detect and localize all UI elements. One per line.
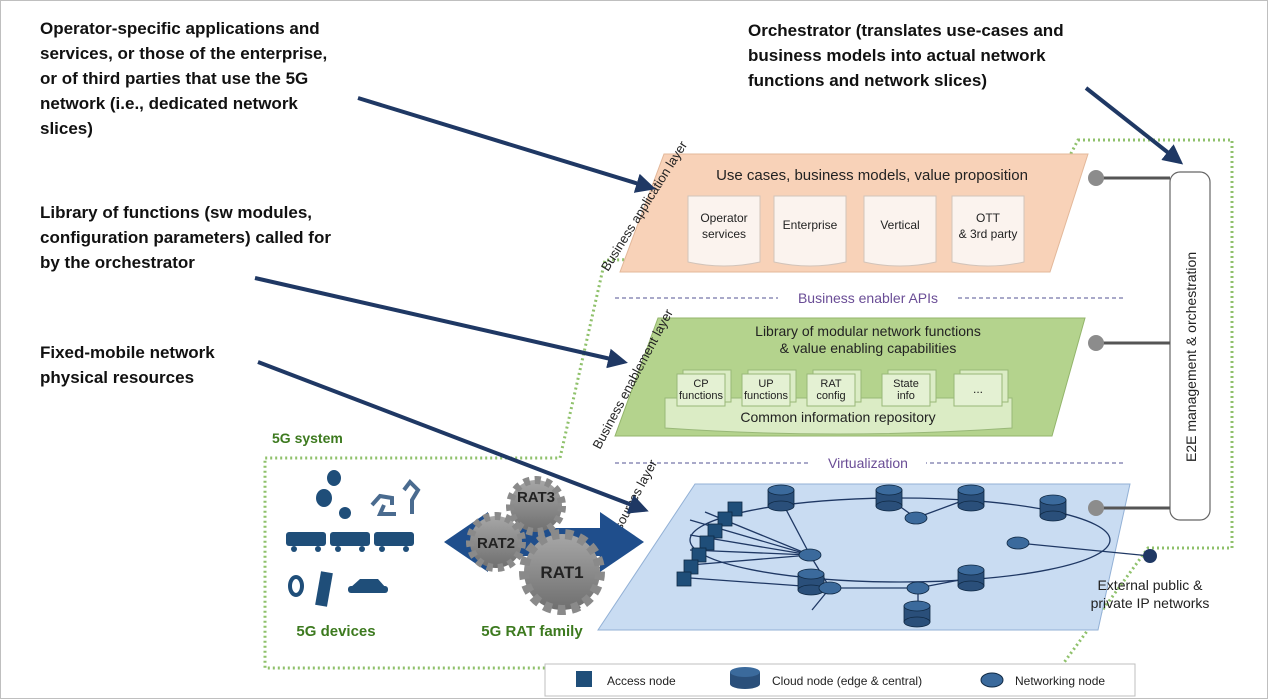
module-rat-config: RAT config — [806, 369, 862, 407]
svg-text:info: info — [897, 390, 915, 402]
arrow-orchestrator — [1084, 86, 1184, 165]
external-network-node — [1143, 549, 1157, 563]
e2e-orchestration-label: E2E management & orchestration — [1183, 252, 1199, 462]
legend-box — [544, 663, 1136, 697]
svg-text:RAT1: RAT1 — [540, 563, 583, 582]
callout-arrows — [254, 86, 1184, 514]
business-application-title: Use cases, business models, value propos… — [716, 167, 1028, 184]
router-icon — [980, 672, 1004, 688]
svg-text:Common information repository: Common information repository — [740, 409, 935, 425]
module-more: ... — [953, 369, 1009, 407]
cylinder-icon — [730, 667, 760, 689]
svg-text:Access node: Access node — [607, 674, 676, 688]
enablement-title-line1: Library of modular network functions — [755, 323, 981, 339]
cube-icon — [576, 671, 592, 687]
svg-text:UP: UP — [758, 378, 773, 390]
svg-text:functions: functions — [744, 390, 789, 402]
device-icons — [286, 470, 421, 607]
svg-text:& 3rd party: & 3rd party — [959, 227, 1018, 241]
svg-text:Vertical: Vertical — [880, 218, 919, 232]
svg-text:RAT2: RAT2 — [477, 535, 515, 552]
arrow-library — [254, 276, 628, 369]
legend-networking-node: Networking node — [980, 672, 1105, 688]
card-operator-services: Operator services — [687, 195, 761, 267]
module-state-info: State info — [881, 369, 937, 407]
virtualization-label: Virtualization — [828, 455, 908, 471]
enablement-title-line2: & value enabling capabilities — [780, 340, 957, 356]
annotation-resources: Fixed-mobile network physical resources — [40, 343, 215, 387]
svg-text:services: services — [702, 227, 746, 241]
module-up-functions: UP functions — [741, 369, 797, 407]
external-networks-line2: private IP networks — [1091, 595, 1210, 611]
svg-text:RAT3: RAT3 — [517, 489, 555, 506]
legend-access-node: Access node — [576, 671, 676, 688]
5g-devices-label: 5G devices — [296, 623, 375, 640]
annotation-library: Library of functions (sw modules, config… — [40, 203, 331, 272]
business-enabler-apis-label: Business enabler APIs — [798, 290, 938, 306]
arrow-resources — [257, 360, 649, 514]
svg-text:CP: CP — [693, 378, 708, 390]
connector-dots — [1088, 170, 1104, 516]
svg-text:State: State — [893, 378, 919, 390]
legend-cloud-node: Cloud node (edge & central) — [730, 667, 922, 689]
svg-text:...: ... — [973, 382, 983, 396]
card-vertical: Vertical — [863, 195, 937, 267]
networking-nodes — [798, 511, 1030, 595]
rat3-gear: RAT3 — [506, 476, 566, 536]
e2e-orchestration-box — [1169, 171, 1211, 521]
svg-text:Operator: Operator — [700, 211, 747, 225]
common-information-repository — [664, 397, 1013, 435]
module-cp-functions: CP functions — [676, 369, 732, 407]
svg-text:Enterprise: Enterprise — [783, 218, 838, 232]
rat1-gear: RAT1 — [519, 529, 605, 615]
svg-text:RAT: RAT — [820, 378, 841, 390]
svg-text:Networking node: Networking node — [1015, 674, 1105, 688]
svg-text:Cloud node (edge & central): Cloud node (edge & central) — [772, 674, 922, 688]
svg-text:OTT: OTT — [976, 211, 1001, 225]
svg-text:config: config — [816, 390, 845, 402]
arrow-apps — [357, 96, 656, 193]
card-enterprise: Enterprise — [773, 195, 847, 267]
5g-system-label: 5G system — [272, 430, 343, 446]
annotation-apps: Operator-specific applications and servi… — [40, 19, 328, 138]
orchestration-connectors — [1096, 176, 1170, 510]
access-nodes — [676, 501, 743, 587]
svg-text:functions: functions — [679, 390, 724, 402]
5g-rat-family-label: 5G RAT family — [481, 623, 583, 640]
external-networks-line1: External public & — [1097, 577, 1203, 593]
card-ott-3rd-party: OTT & 3rd party — [951, 195, 1025, 267]
cloud-nodes — [767, 484, 1067, 628]
annotation-orchestrator: Orchestrator (translates use-cases and b… — [748, 21, 1064, 90]
rat2-gear: RAT2 — [466, 512, 526, 572]
